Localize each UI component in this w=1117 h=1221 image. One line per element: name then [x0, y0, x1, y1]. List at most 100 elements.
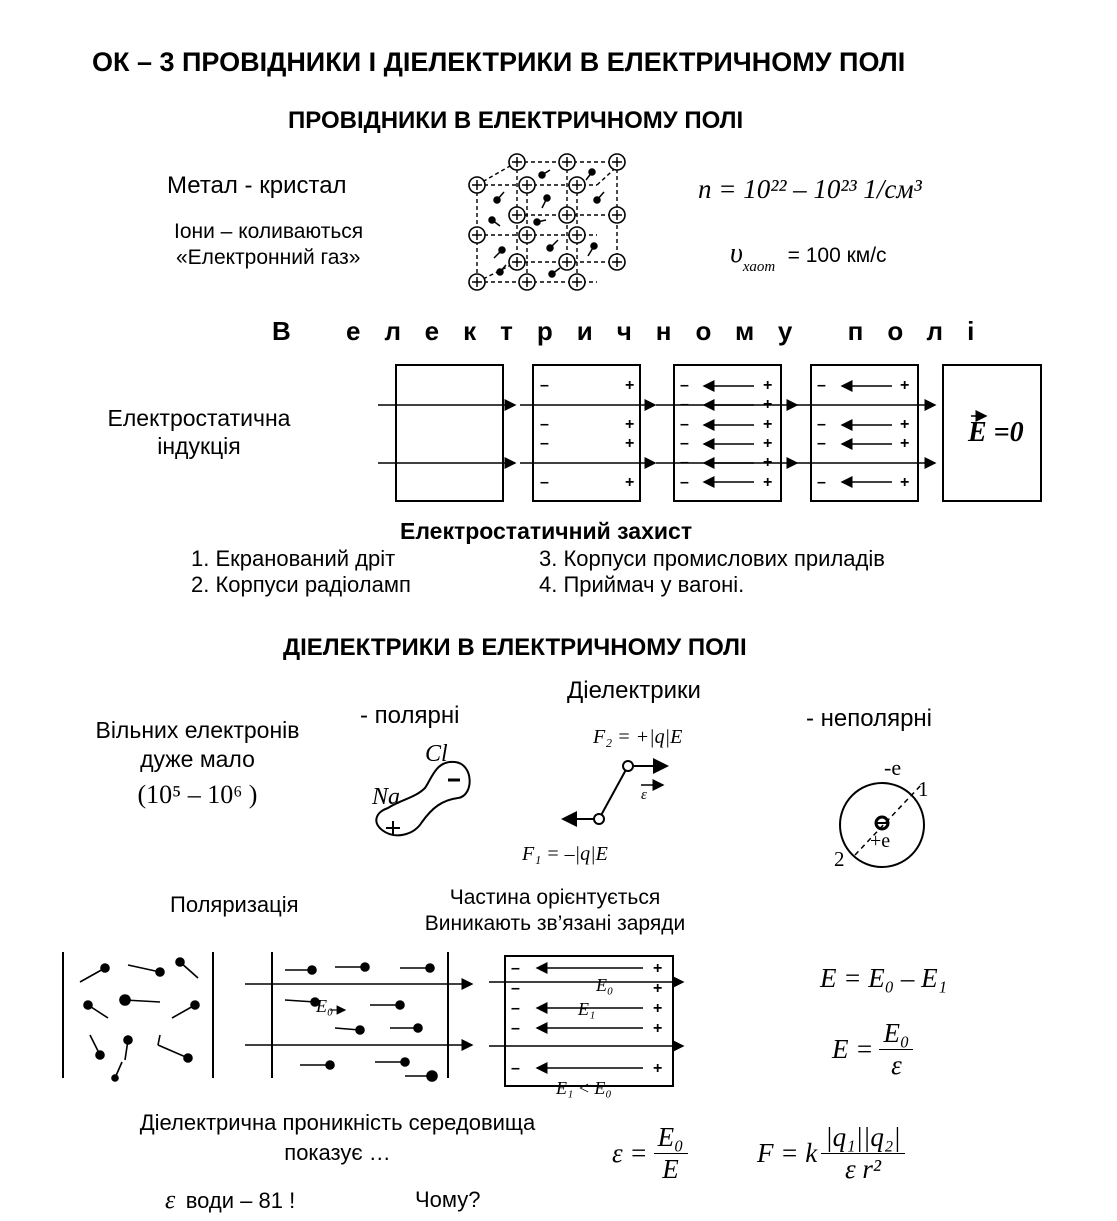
field-ratio-numerator: E₀ [879, 1018, 914, 1050]
force-f2-label: F₂ = +|q|E [593, 726, 683, 748]
svg-text:+: + [763, 474, 772, 491]
shielding-item-2: 2. Корпуси радіоламп [191, 572, 411, 597]
why-question: Чому? [415, 1187, 481, 1212]
shielding-item-4: 4. Приймач у вагоні. [539, 572, 745, 597]
electron-charge-label: -e [884, 755, 902, 780]
svg-text:+: + [900, 416, 909, 433]
svg-text:+: + [653, 1020, 662, 1037]
permittivity-denominator: E [662, 1154, 679, 1184]
coulomb-fraction: |q₁||q₂| ε r² [821, 1122, 905, 1185]
field-difference-formula: E = E₀ – E₁ [820, 963, 947, 993]
water-permittivity: ε води – 81 ! [165, 1185, 295, 1215]
svg-text:–: – [511, 1020, 520, 1037]
svg-text:–: – [817, 377, 826, 394]
svg-text:–: – [680, 377, 689, 394]
point-1-label: 1 [918, 777, 929, 801]
electron-gas-text: «Електронний газ» [176, 246, 361, 269]
svg-text:–: – [680, 454, 689, 471]
svg-text:+: + [763, 416, 772, 433]
svg-text:+: + [763, 454, 772, 471]
svg-text:+: + [653, 980, 662, 997]
chlorine-label: Cl [425, 741, 448, 767]
svg-text:+: + [900, 377, 909, 394]
field-ratio-formula: E = E₀ ε [832, 1018, 914, 1081]
free-electrons-range: (10⁵ – 10⁶ ) [137, 780, 258, 809]
coulomb-denominator: ε r² [844, 1154, 881, 1184]
field-ratio-fraction: E₀ ε [879, 1018, 914, 1081]
induction-label-1: Електростатична [107, 405, 291, 431]
svg-text:–: – [511, 1000, 520, 1017]
svg-text:–: – [817, 416, 826, 433]
permittivity-line-1: Діелектрична проникність середовища [139, 1110, 536, 1135]
svg-text:+: + [653, 1060, 662, 1077]
point-2-label: 2 [834, 847, 845, 871]
svg-text:–: – [540, 377, 549, 394]
svg-text:+: + [625, 416, 634, 433]
svg-text:+: + [900, 474, 909, 491]
induction-label-2: індукція [157, 433, 241, 459]
svg-text:–: – [680, 416, 689, 433]
e0-label-aligned: E₀ [316, 996, 334, 1016]
nonpolar-label: - неполярні [806, 705, 933, 732]
ions-text: Іони – коливаються [174, 220, 364, 243]
velocity-subscript: хаот [742, 259, 776, 275]
random-dipoles-diagram [62, 952, 214, 1082]
permittivity-formula: ε = E₀ E [612, 1122, 688, 1185]
coulomb-lhs: F = k [757, 1138, 818, 1168]
nonpolar-atom-diagram [839, 782, 925, 868]
force-f1-label: F₁ = –|q|E [522, 843, 608, 865]
svg-text:+: + [763, 377, 772, 394]
field-heading: В електричному полі [272, 316, 999, 346]
svg-text:–: – [680, 474, 689, 491]
metal-crystal-label: Метал - кристал [167, 172, 347, 199]
nucleus-charge-label: +e [870, 830, 891, 852]
permittivity-line-2: показує … [284, 1140, 391, 1165]
svg-text:–: – [817, 435, 826, 452]
svg-text:+: + [625, 377, 634, 394]
free-electrons-line-1: Вільних електронів [95, 717, 300, 743]
free-electrons-line-2: дуже мало [140, 746, 255, 772]
thermal-velocity: υхаот = 100 км/с [730, 238, 887, 275]
field-e-small: ε [641, 787, 647, 803]
coulomb-law-formula: F = k |q₁||q₂| ε r² [757, 1122, 905, 1185]
svg-text:+: + [625, 435, 634, 452]
permittivity-numerator: E₀ [653, 1122, 688, 1154]
svg-text:–: – [511, 1060, 520, 1077]
bound-charges-diagram: –+ –+ –+ –+ –+ [489, 955, 685, 1087]
svg-text:+: + [900, 435, 909, 452]
electrostatic-induction-diagram: –+ –+ –+ –+ –+ –+ –+ –+ –+ –+ –+ –+ –+ –… [378, 364, 1042, 502]
zero-field-label: E =0 [968, 417, 1024, 448]
conductors-heading: ПРОВІДНИКИ В ЕЛЕКТРИЧНОМУ ПОЛІ [288, 107, 744, 134]
orientation-line-1: Частина орієнтується [449, 886, 661, 909]
electron-density-formula: n = 10²² – 10²³ 1/см³ [698, 174, 922, 204]
dielectrics-label: Діелектрики [567, 677, 701, 704]
e0-label-bound: E₀ [596, 975, 614, 995]
polarization-label: Поляризація [170, 892, 299, 917]
coulomb-numerator: |q₁||q₂| [821, 1122, 905, 1154]
svg-text:+: + [653, 960, 662, 977]
orientation-line-2: Виникають зв’язані заряди [424, 912, 686, 935]
shielding-item-3: 3. Корпуси промислових приладів [539, 546, 885, 571]
page-title: ОК – 3 ПРОВІДНИКИ І ДІЕЛЕКТРИКИ В ЕЛЕКТР… [92, 47, 906, 77]
svg-text:–: – [511, 980, 520, 997]
field-ratio-denominator: ε [891, 1050, 902, 1080]
svg-text:–: – [540, 435, 549, 452]
velocity-symbol: υ [730, 238, 743, 269]
polar-molecule-diagram [375, 760, 471, 837]
svg-text:–: – [817, 474, 826, 491]
svg-text:–: – [680, 396, 689, 413]
crystal-lattice-diagram [468, 153, 626, 291]
sodium-label: Na [372, 784, 401, 810]
svg-text:–: – [680, 435, 689, 452]
water-eps-symbol: ε [165, 1185, 176, 1214]
aligned-dipoles-diagram [245, 952, 474, 1082]
svg-text:–: – [511, 960, 520, 977]
dipole-force-diagram [561, 758, 669, 827]
e1-label-bound: E₁ [578, 999, 596, 1019]
polar-label: - полярні [360, 702, 460, 729]
water-eps-text: води – 81 ! [185, 1188, 296, 1213]
svg-text:+: + [625, 474, 634, 491]
svg-text:–: – [540, 416, 549, 433]
shielding-item-1: 1. Екранований дріт [191, 546, 396, 571]
svg-text:–: – [540, 474, 549, 491]
